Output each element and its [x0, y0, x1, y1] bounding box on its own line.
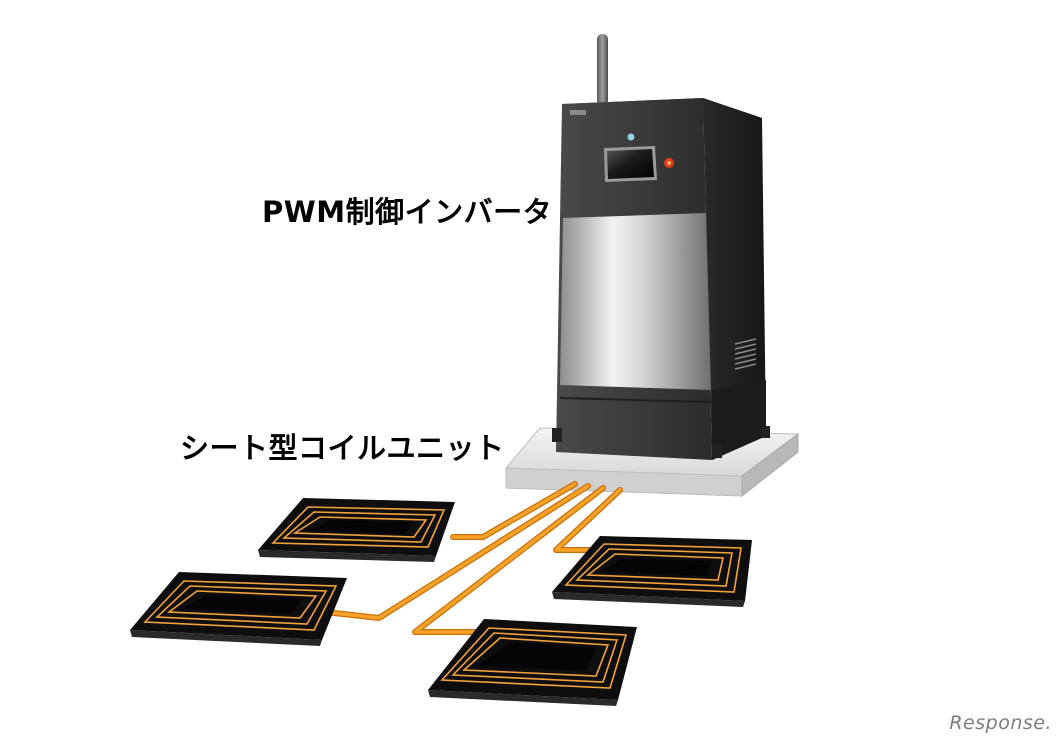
status-light-icon	[627, 133, 635, 141]
coil-pad	[552, 536, 752, 607]
coil-pad	[428, 619, 637, 706]
power-cables	[322, 481, 623, 635]
antenna-icon	[597, 34, 608, 106]
inverter-cabinet	[552, 34, 770, 460]
response-watermark: Response.	[949, 712, 1052, 734]
coil-unit-label: シート型コイルユニット	[180, 431, 505, 465]
coil-pad	[130, 572, 347, 646]
vent-grille	[734, 338, 757, 370]
inverter-label: PWM制御インバータ	[262, 195, 553, 229]
coil-pad	[258, 498, 455, 562]
